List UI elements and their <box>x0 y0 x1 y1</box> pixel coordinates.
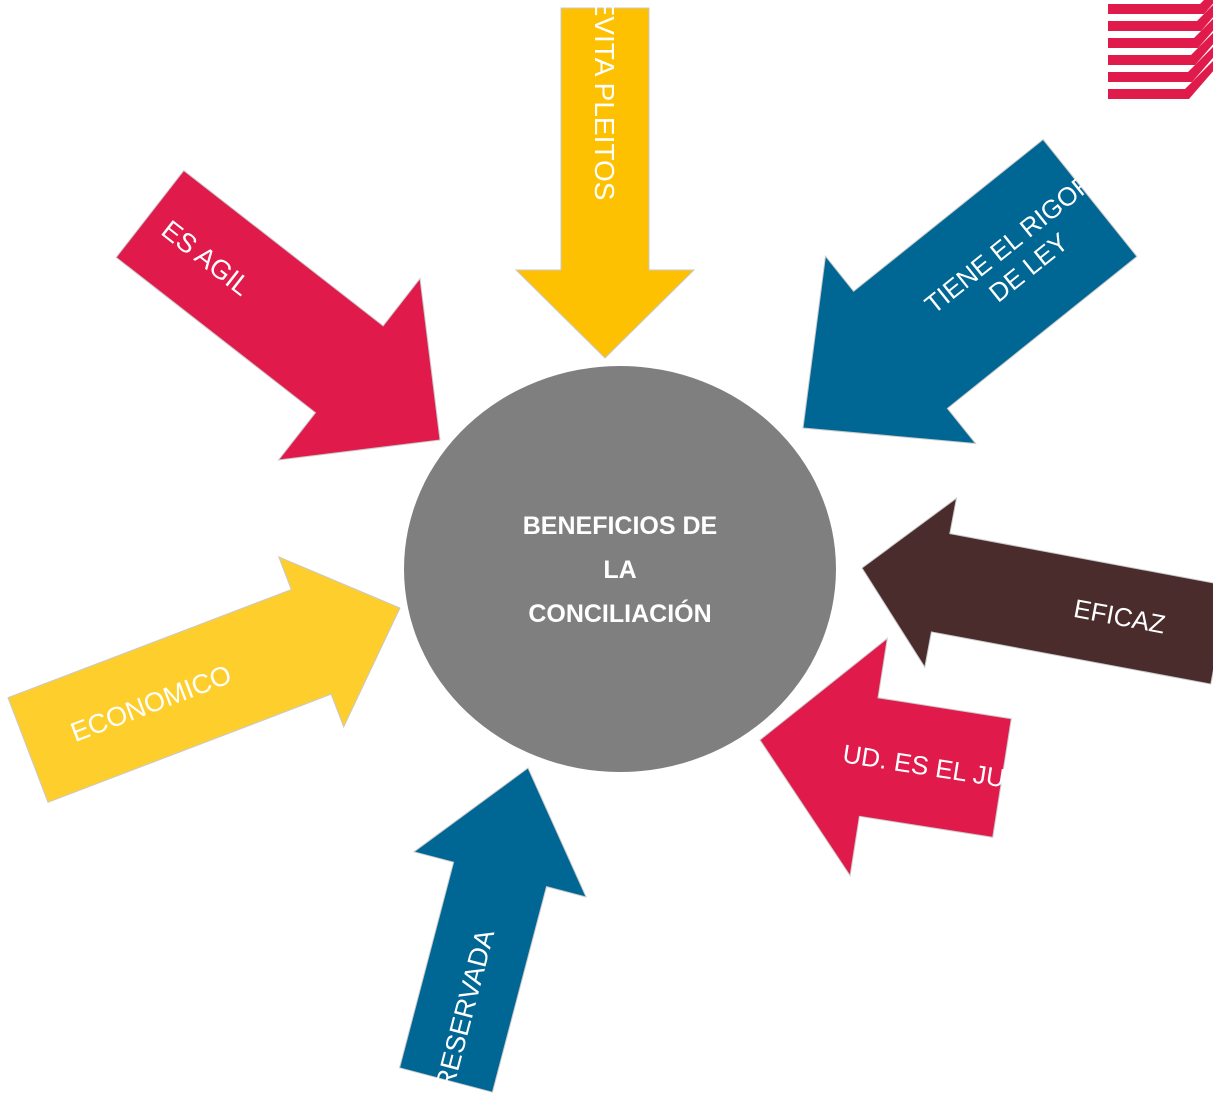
arrow-shape-evita-pleitos <box>514 7 696 359</box>
arrow-es-agil: ES AGIL <box>115 169 441 461</box>
arrow-label-evita-pleitos: EVITA PLEITOS <box>589 0 620 200</box>
arrow-tiene-rigor: TIENE EL RIGORDE LEY <box>802 138 1138 445</box>
arrow-ud-es-el-juez: UD. ES EL JUEZ <box>759 637 1040 877</box>
arrow-label-line: EVITA PLEITOS <box>589 0 620 200</box>
center-circle <box>404 366 836 772</box>
logo-icon <box>1108 0 1213 99</box>
arrow-shape-ud-es-el-juez <box>759 637 1012 877</box>
arrow-shape-eficaz <box>861 497 1213 685</box>
center-line-1: BENEFICIOS DE <box>523 512 717 540</box>
center-line-3: CONCILIACIÓN <box>528 598 711 628</box>
arrow-shape-tiene-rigor <box>802 138 1138 445</box>
arrow-evita-pleitos: EVITA PLEITOS <box>514 0 696 359</box>
arrow-shape-economico <box>7 555 401 803</box>
arrow-shape-es-agil <box>115 169 441 461</box>
arrow-eficaz: EFICAZ <box>861 497 1213 685</box>
center-node: BENEFICIOS DE LA CONCILIACIÓN <box>404 366 836 772</box>
arrows-group: EVITA PLEITOS TIENE EL RIGORDE LEY EFICAZU… <box>7 0 1213 1099</box>
arrow-es-reservada: ES RESERVADA <box>398 767 587 1099</box>
center-line-2: LA <box>603 556 636 584</box>
arrow-economico: ECONOMICO <box>7 555 401 803</box>
arrow-shape-es-reservada <box>398 767 587 1093</box>
